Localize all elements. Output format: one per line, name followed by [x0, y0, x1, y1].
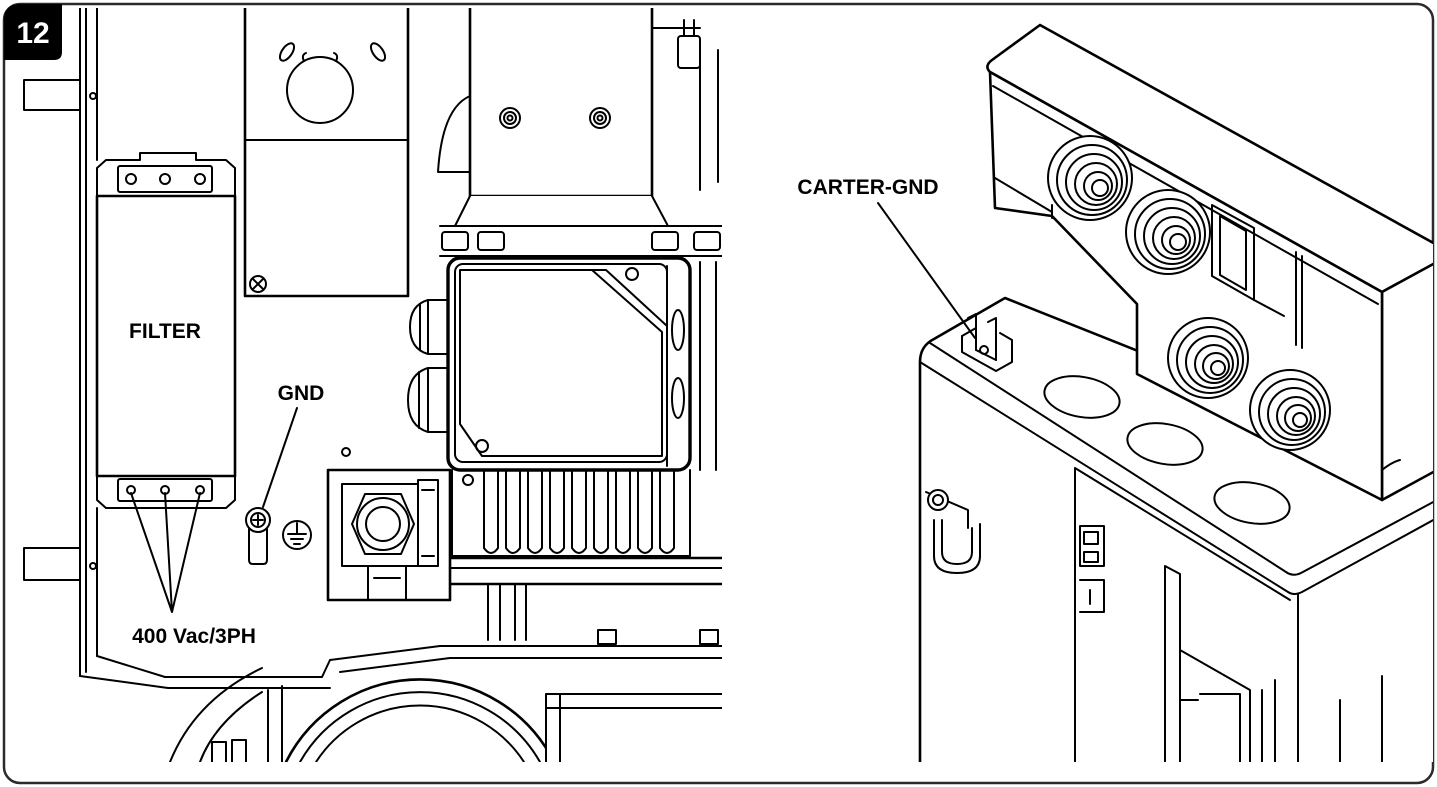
terminal-block [1079, 525, 1105, 567]
motor-bracket [437, 8, 719, 227]
supply-leader-lines [130, 492, 201, 613]
filter-label: FILTER [129, 320, 201, 343]
plate-hole [341, 447, 351, 457]
screw-icon [499, 107, 521, 129]
control-box-enclosure [918, 296, 1433, 762]
upper-enclosure [243, 8, 410, 457]
enclosure-knockout [286, 56, 354, 124]
ground-symbol-icon [282, 520, 312, 550]
cable-gland-upper [409, 299, 453, 355]
carter-gnd-leader-line [877, 202, 976, 339]
screw-icon [589, 107, 611, 129]
screw-icon [249, 275, 267, 293]
filter-input-terminals [117, 165, 213, 193]
enclosure-hole [1213, 481, 1291, 525]
gnd-leader-line [262, 407, 298, 508]
motor-terminal-box [446, 256, 717, 472]
motor-cooling-fins [451, 469, 691, 557]
enclosure-hole [1043, 375, 1121, 419]
supply-label: 400 Vac/3PH [132, 625, 256, 648]
cable-gland-3 [1167, 317, 1249, 399]
cable-gland-4 [1249, 369, 1331, 451]
cable-gland-lower [407, 367, 453, 433]
figure-number: 12 [16, 17, 49, 50]
left-view-panel-interior: FILTER 400 Vac/3PH GND [23, 8, 722, 762]
cable-clamp [925, 489, 981, 574]
enclosure-top-edge [929, 342, 1433, 576]
right-view-control-box [918, 23, 1433, 762]
cable-gland-2 [1125, 189, 1211, 275]
filter-body [95, 194, 237, 478]
screw-icon [245, 507, 271, 533]
motor-flange [439, 225, 722, 257]
filter-unit [95, 152, 237, 509]
gnd-label: GND [278, 382, 325, 405]
cover-top-face [986, 23, 1433, 294]
badge-background [4, 4, 62, 60]
mounting-plate [23, 8, 331, 689]
control-box-cover [986, 23, 1433, 502]
enclosure-hole [1126, 422, 1204, 466]
cable-gland-1 [1047, 135, 1133, 221]
carter-gnd-label: CARTER-GND [797, 176, 938, 199]
ground-terminal [245, 407, 312, 565]
motor-base-plate [434, 556, 722, 586]
pump-housing [169, 583, 722, 762]
carter-gnd-terminal [961, 313, 1013, 372]
ground-tab [248, 525, 268, 565]
cable-gland-box [326, 468, 452, 602]
screw-icon [927, 489, 949, 511]
enclosure-opening [1074, 467, 1291, 762]
figure-number-badge: 12 [4, 4, 62, 60]
